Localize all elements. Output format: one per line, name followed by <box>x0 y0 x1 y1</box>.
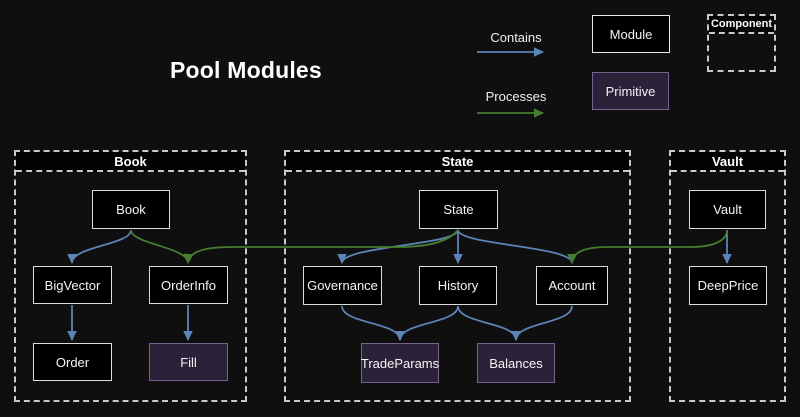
node-history: History <box>419 266 497 305</box>
node-vault-label: Vault <box>713 202 742 217</box>
edge-history-contains-balances <box>457 305 521 341</box>
node-fill-label: Fill <box>180 354 197 370</box>
node-vault: Vault <box>689 190 766 229</box>
node-tradeparams: TradeParams <box>361 343 439 383</box>
node-governance-label: Governance <box>307 278 378 293</box>
legend-component-swatch: Component <box>707 14 776 72</box>
edge-governance-contains-tradeparams <box>341 305 405 341</box>
node-orderinfo-label: OrderInfo <box>161 277 216 293</box>
node-bigvector: BigVector <box>33 266 112 304</box>
node-deepprice: DeepPrice <box>689 266 767 305</box>
edge-book-contains-bigvector <box>67 229 132 264</box>
container-state: State <box>284 150 631 402</box>
container-vault: Vault <box>669 150 786 402</box>
legend-primitive-label: Primitive <box>605 83 656 99</box>
container-vault-label: Vault <box>711 153 744 169</box>
container-book-label: Book <box>114 153 147 169</box>
edge-history-contains-tradeparams <box>395 305 459 341</box>
node-account-label: Account <box>548 278 596 293</box>
node-balances: Balances <box>477 343 555 383</box>
node-balances-label: Balances <box>489 355 543 371</box>
node-tradeparams-label: TradeParams <box>360 355 440 371</box>
node-state: State <box>419 190 498 229</box>
node-book: Book <box>92 190 170 229</box>
edge-account-contains-balances <box>511 305 573 341</box>
container-book: Book <box>14 150 247 402</box>
edge-state-contains-account <box>457 229 577 264</box>
node-deepprice-label: DeepPrice <box>697 278 759 293</box>
container-vault-header: Vault <box>671 152 784 172</box>
edge-state-processes-orderinfo <box>183 229 459 264</box>
node-state-label: State <box>443 202 474 217</box>
legend-component-label: Component <box>710 18 773 30</box>
legend-primitive-swatch: Primitive <box>592 72 669 110</box>
node-governance: Governance <box>303 266 382 305</box>
node-history-label: History <box>437 278 479 293</box>
container-book-header: Book <box>16 152 245 172</box>
node-orderinfo: OrderInfo <box>149 266 228 304</box>
legend-module-swatch: Module <box>592 15 670 53</box>
legend-contains-label: Contains <box>490 30 542 45</box>
node-order-label: Order <box>55 354 90 370</box>
node-order: Order <box>33 343 112 381</box>
node-book-label: Book <box>116 202 146 217</box>
node-fill: Fill <box>149 343 228 381</box>
node-bigvector-label: BigVector <box>44 277 101 293</box>
legend-processes-label: Processes <box>485 89 547 104</box>
edge-book-processes-orderinfo <box>130 229 193 264</box>
container-state-label: State <box>441 153 474 169</box>
diagram-title: Pool Modules <box>170 57 322 83</box>
container-state-header: State <box>286 152 629 172</box>
legend-module-label: Module <box>609 26 653 42</box>
node-account: Account <box>536 266 608 305</box>
edge-vault-processes-account <box>567 229 728 264</box>
legend-component-header: Component <box>709 16 774 34</box>
